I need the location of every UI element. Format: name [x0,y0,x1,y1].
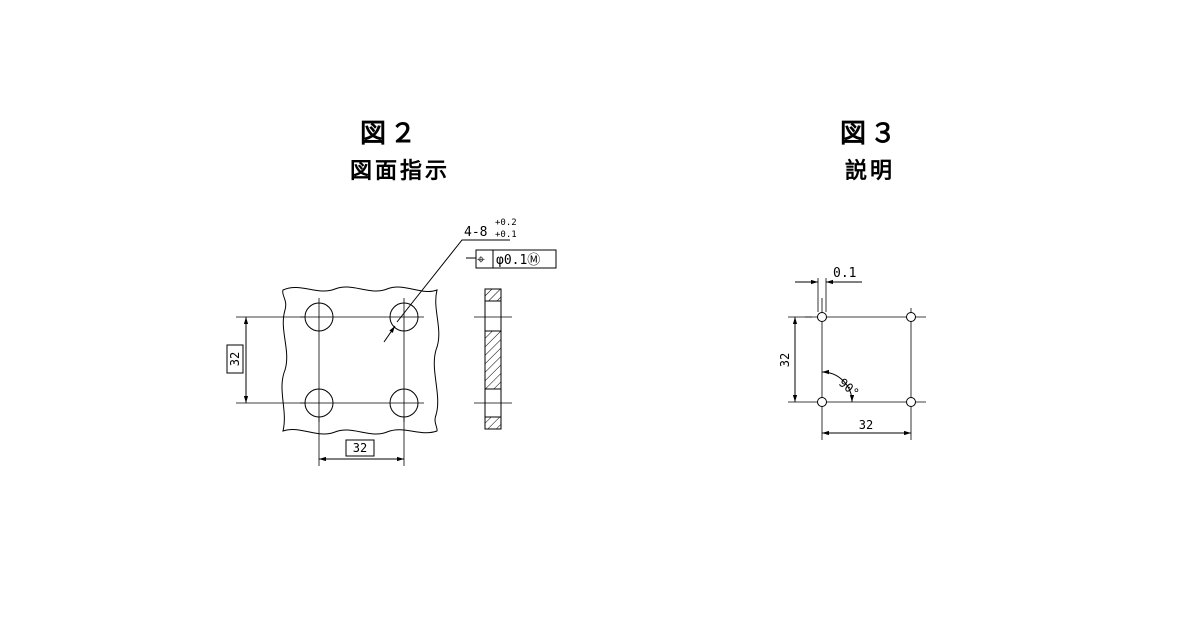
angle-arc [821,369,855,403]
figure3-title: 図３ [839,119,900,149]
position-symbol-icon: ⌖ [477,252,485,268]
figure2-drawing [226,239,557,466]
dim-text-vertical: 32 [228,352,242,366]
feature-control-frame [475,249,557,269]
hole3-top-right [906,312,916,322]
hole-callout: 4-8 [464,225,487,240]
tolerance-upper: +0.2 [495,218,517,228]
hole3-bottom-left [817,397,827,407]
dim3-text-horizontal: 32 [859,418,873,432]
figure3-subtitle: 説明 [844,159,895,184]
dim-box-vertical [226,344,244,374]
tolerance-zone-text: 0.1 [833,266,856,281]
section-view [474,288,512,430]
dim-box-horizontal [345,439,375,457]
dim-text-horizontal: 32 [353,441,367,455]
hole3-top-left [817,312,827,322]
figure2-title: 図２ [359,119,420,149]
tolerance-lower: +0.1 [495,230,517,240]
figure2-subtitle: 図面指示 [349,159,450,184]
hole3-bottom-right [906,397,916,407]
fcf-value: φ0.1Ⓜ [496,253,540,268]
dim3-text-vertical: 32 [778,353,792,367]
hole-leader [411,239,510,304]
plate-outline [281,286,440,435]
angle-text: 90° [836,376,862,401]
figure3-drawing [788,278,926,440]
